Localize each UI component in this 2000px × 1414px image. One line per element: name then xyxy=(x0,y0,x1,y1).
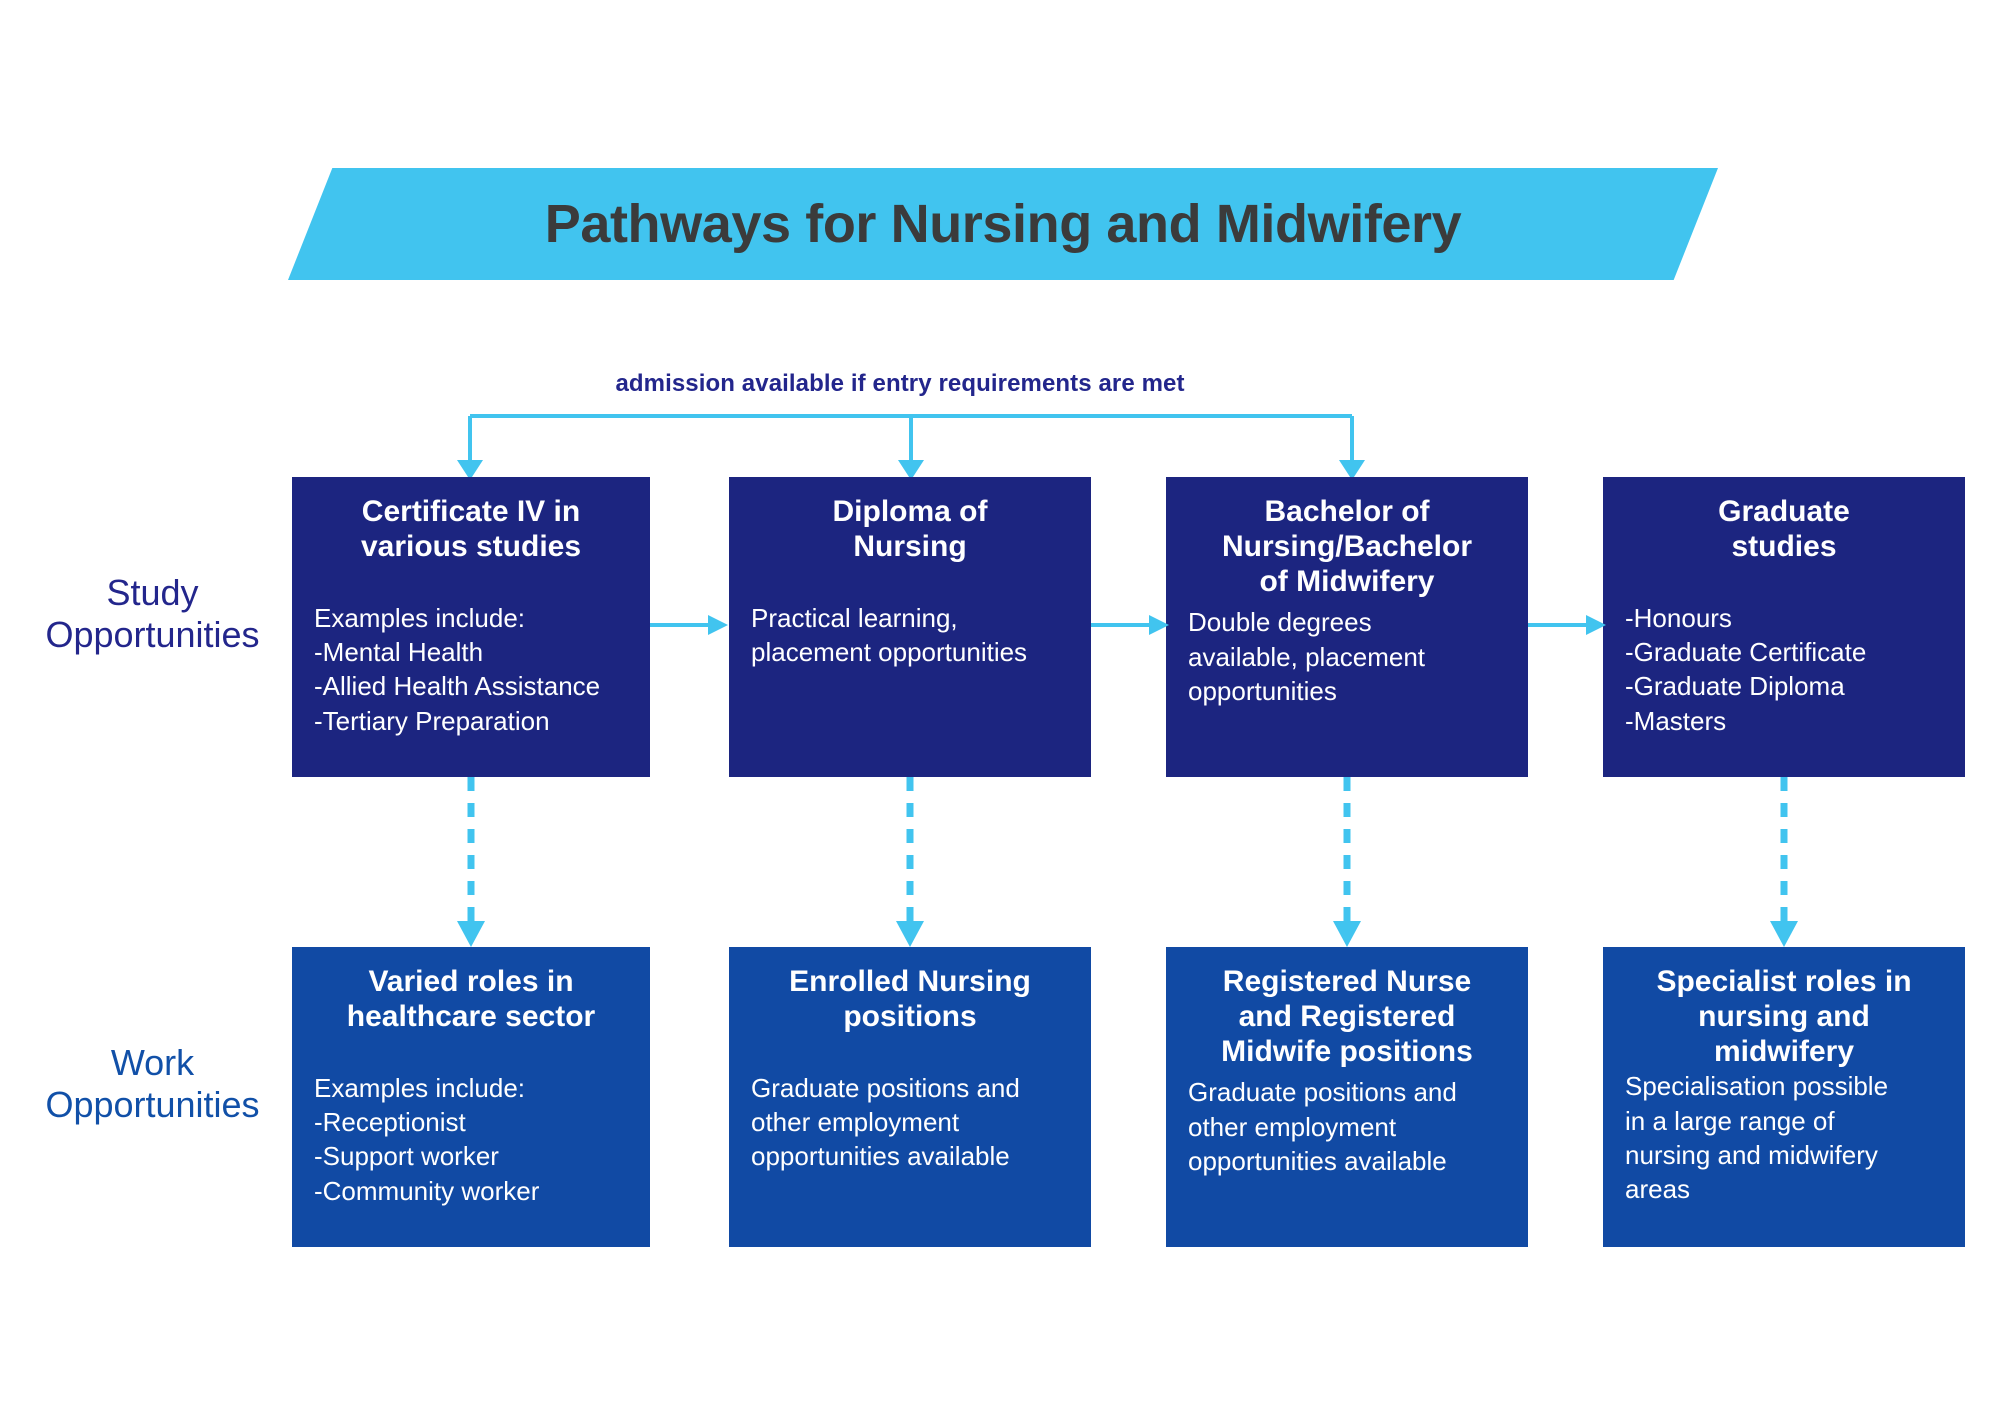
connector-diploma-to-enrolled-nursing xyxy=(896,777,924,947)
study-node-body: Double degrees available, placement oppo… xyxy=(1188,607,1426,707)
connector-cert-to-diploma xyxy=(650,615,728,635)
work-node-title: Enrolled Nursing positions xyxy=(789,965,1031,1033)
work-node-varied-roles-healthcare[interactable]: Varied roles in healthcare sector Exampl… xyxy=(292,947,650,1247)
work-node-body: Graduate positions and other employment … xyxy=(1188,1077,1457,1177)
study-node-title: Diploma of Nursing xyxy=(832,495,988,563)
study-node-bachelor-nursing-midwifery[interactable]: Bachelor of Nursing/Bachelor of Midwifer… xyxy=(1166,477,1528,777)
work-node-title: Specialist roles in nursing and midwifer… xyxy=(1656,965,1912,1068)
connector-bachelor-to-registered-nurse xyxy=(1333,777,1361,947)
page-title: Pathways for Nursing and Midwifery xyxy=(544,194,1462,254)
banner-parallelogram-shape xyxy=(288,168,1718,280)
spacer xyxy=(1625,565,1943,601)
study-node-title: Graduate studies xyxy=(1718,495,1850,563)
work-node-title: Registered Nurse and Registered Midwife … xyxy=(1221,965,1473,1068)
work-node-body: Specialisation possible in a large range… xyxy=(1625,1071,1889,1205)
study-node-body: Examples include: -Mental Health -Allied… xyxy=(314,602,601,736)
work-node-body: Examples include: -Receptionist -Support… xyxy=(314,1072,540,1206)
work-opportunities-label: Work Opportunities xyxy=(45,1042,260,1126)
spacer xyxy=(751,565,1069,601)
title-banner: Pathways for Nursing and Midwifery xyxy=(288,168,1718,280)
study-node-body: Practical learning, placement opportunit… xyxy=(751,602,1028,667)
study-node-title: Certificate IV in various studies xyxy=(360,495,582,563)
study-node-diploma-of-nursing[interactable]: Diploma of Nursing Practical learning, p… xyxy=(729,477,1091,777)
study-node-certificate-iv[interactable]: Certificate IV in various studies Exampl… xyxy=(292,477,650,777)
work-node-body: Graduate positions and other employment … xyxy=(751,1072,1020,1172)
work-node-specialist-roles[interactable]: Specialist roles in nursing and midwifer… xyxy=(1603,947,1965,1247)
study-opportunities-label: Study Opportunities xyxy=(45,572,260,656)
work-node-title: Varied roles in healthcare sector xyxy=(346,965,596,1033)
connector-graduate-to-specialist xyxy=(1770,777,1798,947)
study-node-body: -Honours -Graduate Certificate -Graduate… xyxy=(1625,602,1867,736)
connector-diploma-to-bachelor xyxy=(1091,615,1169,635)
connector-bachelor-to-graduate xyxy=(1528,615,1606,635)
study-node-title: Bachelor of Nursing/Bachelor of Midwifer… xyxy=(1221,495,1473,598)
spacer xyxy=(314,565,628,601)
connector-cert-to-varied-roles xyxy=(457,777,485,947)
work-node-registered-nurse-midwife[interactable]: Registered Nurse and Registered Midwife … xyxy=(1166,947,1528,1247)
manifold-label: admission available if entry requirement… xyxy=(615,370,1185,397)
spacer xyxy=(314,1035,628,1071)
study-node-graduate-studies[interactable]: Graduate studies -Honours -Graduate Cert… xyxy=(1603,477,1965,777)
work-node-enrolled-nursing-positions[interactable]: Enrolled Nursing positions Graduate posi… xyxy=(729,947,1091,1247)
spacer xyxy=(751,1035,1069,1071)
